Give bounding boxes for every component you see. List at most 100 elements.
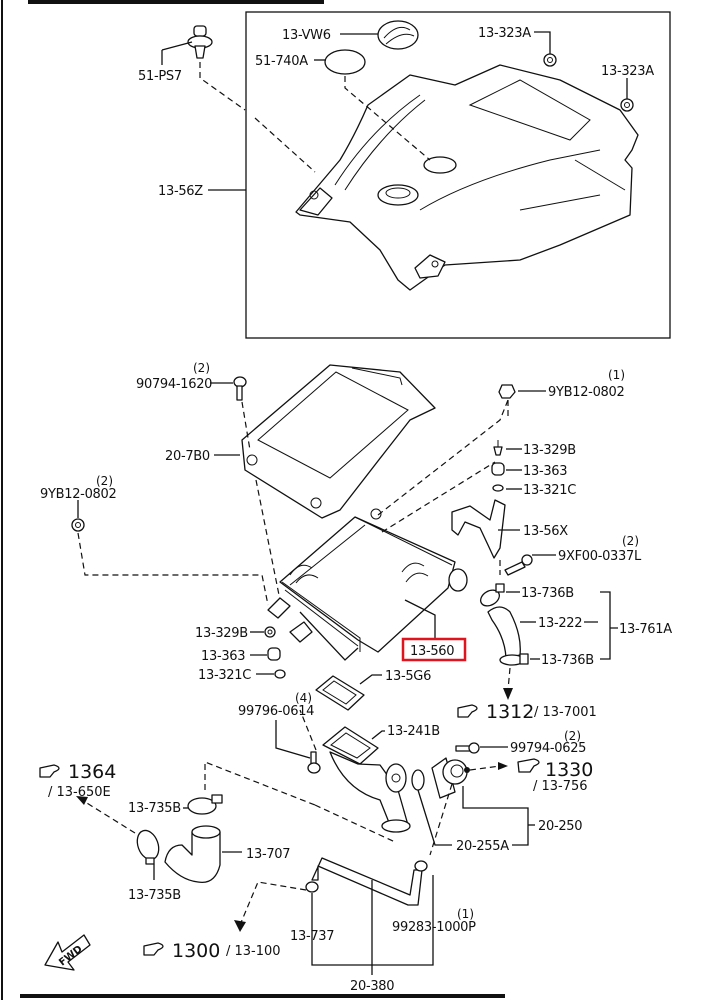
label-13-329b-left[interactable]: 13-329B — [195, 626, 248, 641]
bracket-13-56x[interactable] — [451, 499, 506, 575]
leader-20-250 — [462, 786, 529, 846]
label-9yb12-0802-right[interactable]: 9YB12-0802 — [548, 385, 625, 400]
ref-1312-sub: / 13-7001 — [534, 705, 597, 720]
grommet-13-323a-1[interactable] — [543, 53, 557, 67]
label-51-ps7[interactable]: 51-PS7 — [138, 69, 182, 84]
label-13-222[interactable]: 13-222 — [538, 616, 583, 631]
engine-cover-box — [245, 11, 671, 339]
engine-cover-part[interactable] — [295, 64, 639, 291]
pointing-hand-icon — [517, 758, 540, 773]
dash-to-ref-1312 — [507, 667, 511, 691]
reference-1330[interactable]: 1330 / 13-756 — [498, 758, 593, 794]
label-13-560[interactable]: 13-560 — [410, 644, 455, 659]
label-20-250[interactable]: 20-250 — [538, 819, 583, 834]
label-13-707[interactable]: 13-707 — [246, 847, 291, 862]
label-99283-1000p[interactable]: 99283-1000P — [392, 920, 476, 935]
pointing-hand-icon — [143, 942, 164, 956]
dash-duct-to-hose — [314, 804, 396, 843]
ref-1330-sub: / 13-756 — [533, 779, 588, 794]
qty-9xf00-0337l: (2) — [622, 534, 639, 548]
label-99794-0625[interactable]: 99794-0625 — [510, 741, 586, 756]
label-13-761a[interactable]: 13-761A — [619, 622, 673, 637]
label-13-363-right[interactable]: 13-363 — [523, 464, 568, 479]
label-13-321c-left[interactable]: 13-321C — [198, 668, 252, 683]
collar-13-329b-right[interactable] — [493, 440, 503, 456]
hose-13-222[interactable] — [487, 606, 521, 659]
bolt-9xf00-0337l[interactable] — [504, 554, 533, 576]
bolt-99794-0625[interactable] — [455, 742, 480, 754]
arrow-to-ref-1300 — [234, 920, 246, 932]
collar-13-329b-left[interactable] — [264, 626, 276, 638]
label-13-323a-1[interactable]: 13-323A — [478, 26, 532, 41]
pipe-20-380[interactable] — [311, 857, 423, 906]
qty-9yb12-0802-right: (1) — [608, 368, 625, 382]
washer-13-321c-right[interactable] — [492, 484, 504, 492]
ref-1300-sub: / 13-100 — [226, 944, 281, 959]
label-13-56x[interactable]: 13-56X — [523, 524, 569, 539]
leader-13-241b — [371, 730, 385, 740]
clip-51-ps7[interactable] — [187, 25, 316, 173]
qty-99794-0625: (2) — [564, 729, 581, 743]
label-13-vw6[interactable]: 13-VW6 — [282, 28, 331, 43]
label-13-735b-top[interactable]: 13-735B — [128, 801, 181, 816]
label-99796-0614[interactable]: 99796-0614 — [238, 704, 314, 719]
reference-1312[interactable]: 1312 / 13-7001 — [457, 701, 597, 723]
bolt-99796-0614[interactable] — [299, 709, 321, 774]
label-13-321c-right[interactable]: 13-321C — [523, 483, 577, 498]
dash-to-nut-right — [377, 399, 509, 516]
leader-13-560 — [404, 599, 436, 640]
label-9yb12-0802-left[interactable]: 9YB12-0802 — [40, 487, 117, 502]
label-13-323a-2[interactable]: 13-323A — [601, 64, 655, 79]
label-13-363-left[interactable]: 13-363 — [201, 649, 246, 664]
nut-9yb12-0802-left[interactable] — [71, 518, 269, 606]
label-13-5g6[interactable]: 13-5G6 — [385, 669, 431, 684]
qty-99796-0614: (4) — [295, 691, 312, 705]
cap-99283-1000p[interactable] — [414, 860, 428, 872]
intercooler-13-560[interactable] — [267, 508, 468, 661]
leader-20-255a — [417, 789, 452, 846]
clamp-13-736b-bottom[interactable] — [499, 653, 529, 666]
insulator-13-363-left[interactable] — [267, 647, 281, 661]
valve-20-250[interactable] — [429, 757, 501, 856]
label-13-737[interactable]: 13-737 — [290, 929, 335, 944]
ref-1312-main: 1312 — [486, 701, 534, 723]
reference-1300[interactable]: 1300 / 13-100 — [143, 940, 281, 962]
label-20-7b0[interactable]: 20-7B0 — [165, 449, 210, 464]
label-90794-1620[interactable]: 90794-1620 — [136, 377, 212, 392]
bolt-90794-1620[interactable] — [233, 376, 281, 601]
clamp-13-735b-top[interactable] — [187, 794, 223, 815]
grommet-13-323a-2[interactable] — [620, 98, 634, 112]
clamp-13-735b-bottom[interactable] — [133, 827, 162, 865]
washer-13-321c-left[interactable] — [274, 669, 286, 679]
label-13-241b[interactable]: 13-241B — [387, 724, 440, 739]
clamp-13-736b-top[interactable] — [478, 583, 505, 609]
o-ring-20-255a[interactable] — [411, 769, 425, 791]
nut-9yb12-0802-right[interactable] — [498, 384, 516, 420]
reference-1364[interactable]: 1364 / 13-650E — [39, 761, 136, 834]
label-20-255a[interactable]: 20-255A — [456, 839, 510, 854]
label-13-56z[interactable]: 13-56Z — [158, 184, 204, 199]
hose-13-707[interactable] — [164, 825, 221, 884]
insulator-13-363-right[interactable] — [491, 462, 505, 476]
label-13-736b-top[interactable]: 13-736B — [521, 586, 574, 601]
leader-13-323a-1 — [534, 31, 551, 54]
label-13-735b-bottom[interactable]: 13-735B — [128, 888, 181, 903]
label-9xf00-0337l[interactable]: 9XF00-0337L — [558, 549, 642, 564]
label-13-329b-right[interactable]: 13-329B — [523, 443, 576, 458]
hose-13-737[interactable] — [305, 881, 319, 893]
label-51-740a[interactable]: 51-740A — [255, 54, 309, 69]
cap-13-vw6[interactable] — [377, 20, 419, 50]
label-20-380[interactable]: 20-380 — [350, 979, 395, 994]
leader-13-5g6 — [359, 674, 382, 685]
qty-9yb12-0802-left: (2) — [96, 474, 113, 488]
ref-1364-sub: / 13-650E — [48, 785, 111, 800]
duct-cover-20-7b0[interactable] — [241, 364, 436, 519]
qty-99283-1000p: (1) — [457, 907, 474, 921]
gasket-13-5g6[interactable] — [315, 675, 365, 711]
air-duct-13-241b[interactable] — [322, 726, 411, 833]
plug-51-740a[interactable] — [324, 49, 431, 161]
label-13-736b-bottom[interactable]: 13-736B — [541, 653, 594, 668]
leader-99796-0614 — [275, 720, 311, 759]
